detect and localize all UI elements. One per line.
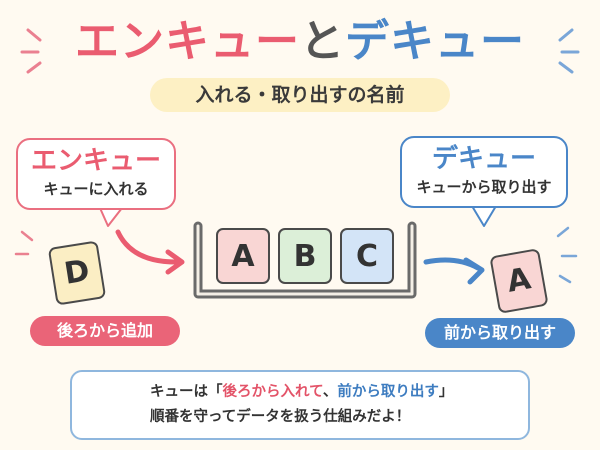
dequeue-arrow-head [463,257,485,285]
title-dequeue: デキュー [345,16,525,67]
note-line1-prefix: キューは「 [150,384,223,400]
bubble-tail-right [471,205,497,227]
note-line-1: キューは「後ろから入れて、前から取り出す」 [150,380,530,405]
incoming-card-d: D [47,240,107,306]
outgoing-card-a: A [489,248,549,314]
note-line-2: 順番を守ってデータを扱う仕組みだよ！ [150,409,411,425]
enqueue-arrow [115,229,179,265]
note-line1-red: 後ろから入れて [222,384,323,400]
note-line1-suffix: 」 [438,384,454,400]
enqueue-label-pill: 後ろから追加 [30,316,180,346]
summary-note-box [70,370,530,440]
enqueue-arrow-head [165,249,185,275]
dequeue-bubble-heading: デキュー [431,144,536,174]
title-enqueue: エンキュー [75,16,300,67]
title-connector: と [300,16,345,67]
subtitle-banner: 入れる・取り出すの名前 [150,78,450,112]
note-line1-comma: 、 [322,384,338,400]
summary-note-text: キューは「後ろから入れて、前から取り出す」 順番を守ってデータを扱う仕組みだよ！ [150,380,530,430]
sparkle-lines-card-a [556,226,578,284]
queue-card-b: B [278,228,332,284]
sparkle-lines-card-d [14,230,34,256]
queue-card-a: A [216,228,270,284]
enqueue-bubble-text: キューに入れる [43,180,149,198]
dequeue-label-pill: 前から取り出す [425,318,575,348]
queue-card-c: C [340,228,394,284]
enqueue-bubble-heading: エンキュー [30,146,161,176]
sparkle-lines-title-right [558,28,580,74]
sparkle-lines-title-left [20,28,42,74]
dequeue-speech-bubble: デキュー キューから取り出す [400,136,568,208]
note-line1-blue: 前から取り出す [337,384,439,400]
enqueue-speech-bubble: エンキュー キューに入れる [16,138,176,210]
dequeue-bubble-text: キューから取り出す [416,178,552,196]
page-title: エンキューとデキュー [0,14,600,70]
bubble-tail-left [99,207,123,227]
